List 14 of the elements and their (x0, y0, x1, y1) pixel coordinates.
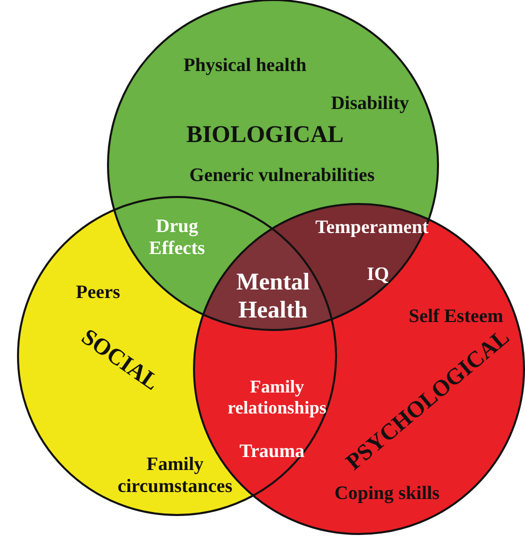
factor-label: Family circumstances (116, 454, 234, 498)
factor-label: Peers (76, 282, 120, 304)
factor-label: Generic vulnerabilities (189, 165, 375, 187)
factor-label: Physical health (184, 55, 306, 77)
category-heading: BIOLOGICAL (186, 122, 344, 150)
factor-label: Temperament (315, 217, 429, 239)
factor-label: Drug Effects (148, 216, 206, 260)
center-label: Mental Health (235, 269, 311, 325)
factor-label: Family relationships (226, 376, 328, 418)
factor-label: Self Esteem (408, 306, 504, 328)
factor-label: Coping skills (334, 483, 440, 505)
factor-label: Trauma (239, 441, 305, 463)
factor-label: Disability (330, 93, 410, 115)
factor-label: IQ (366, 264, 390, 286)
